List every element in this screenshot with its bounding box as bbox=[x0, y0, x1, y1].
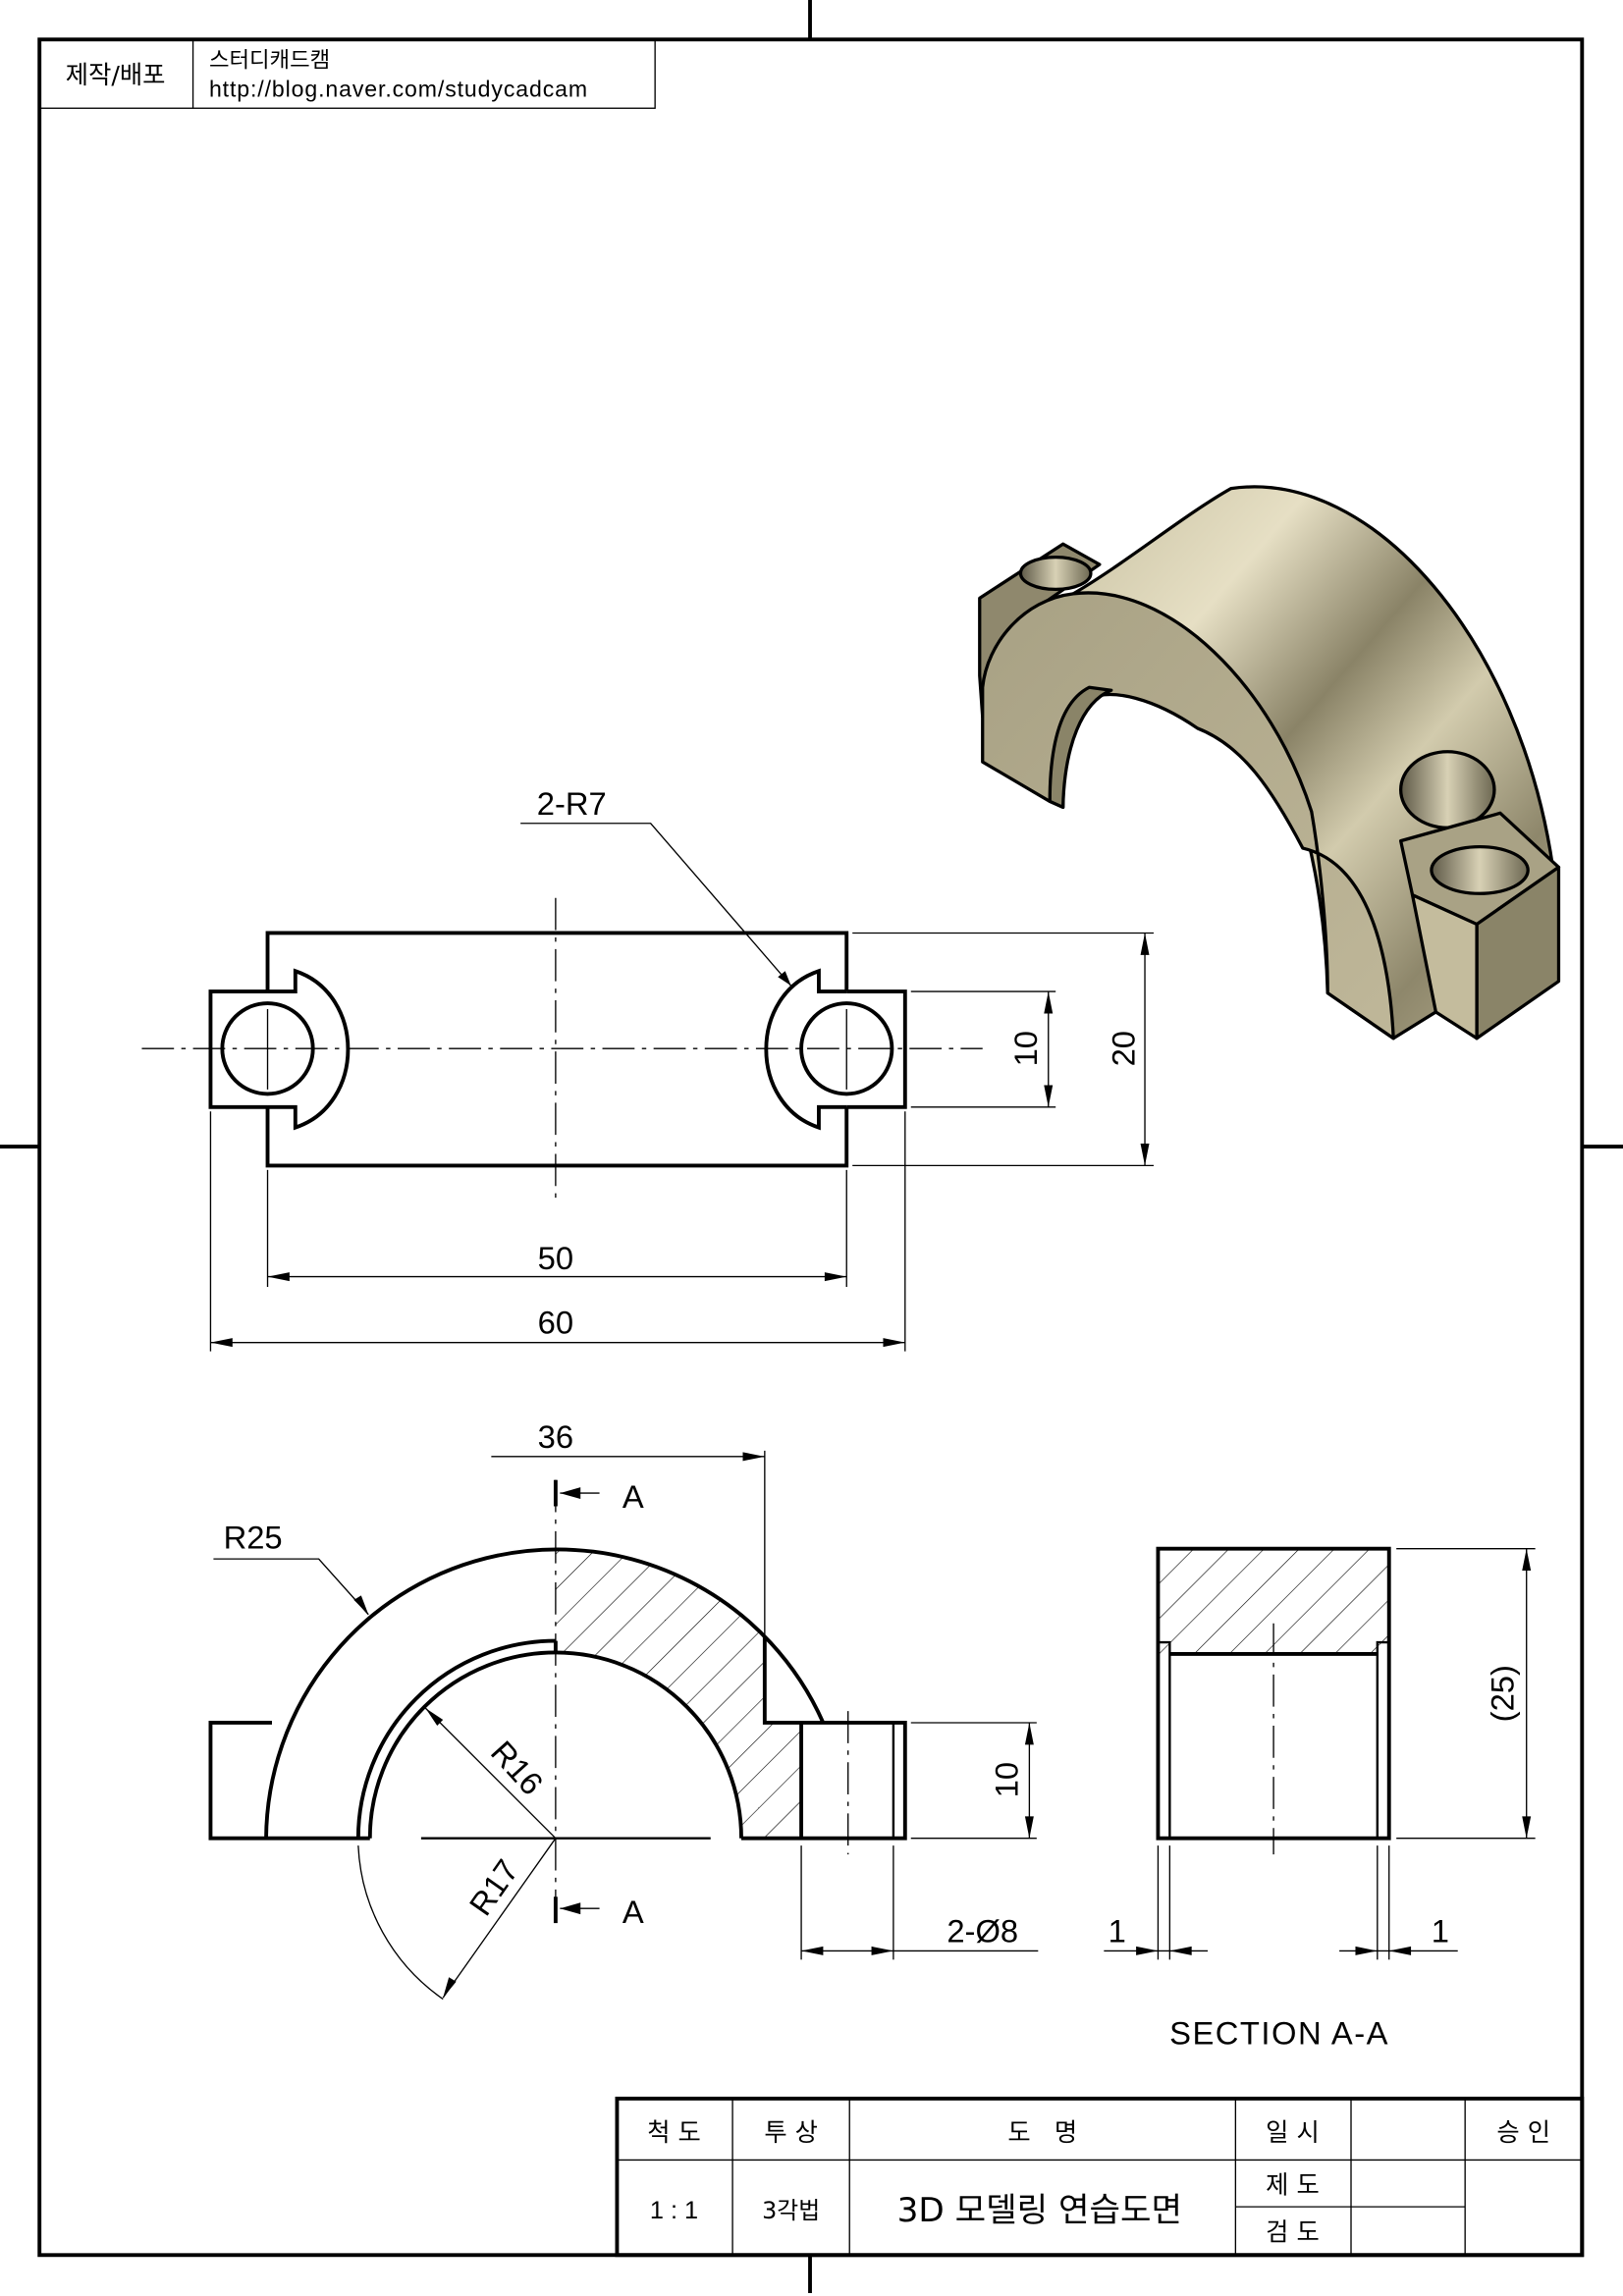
title-block: 척 도 투 상 도 명 일 시 승 인 1 : 1 3각법 3D 모델링 연습도… bbox=[615, 2096, 1585, 2258]
producer-label: 제작/배포 bbox=[66, 60, 166, 89]
front-view: A A 36 R25 R16 R17 10 2-Ø8 bbox=[208, 1418, 1039, 2001]
section-view: (25) 1 1 SECTION A-A bbox=[1104, 1546, 1536, 2052]
dim-25: (25) bbox=[1484, 1665, 1520, 1722]
r17-dim-arc bbox=[357, 1845, 444, 2001]
dim-50: 50 bbox=[538, 1240, 573, 1276]
dim-20: 20 bbox=[1106, 1031, 1142, 1066]
r16-label: R16 bbox=[484, 1734, 551, 1801]
producer-box: 제작/배포 스터디캐드캠 http://blog.naver.com/study… bbox=[38, 38, 656, 109]
section-letter-top: A bbox=[622, 1478, 644, 1515]
r25-label: R25 bbox=[224, 1520, 283, 1556]
drawing-name-label: 도 명 bbox=[1007, 2117, 1077, 2147]
section-outline bbox=[1156, 1546, 1391, 1841]
dim-1-right: 1 bbox=[1432, 1912, 1449, 1949]
dim-1-left: 1 bbox=[1109, 1912, 1126, 1949]
r16-leader bbox=[424, 1707, 557, 1840]
arch-front-face bbox=[981, 591, 1395, 1041]
section-hatch bbox=[555, 1548, 802, 1839]
right-lug-hole bbox=[1430, 844, 1530, 895]
top-view-outline bbox=[265, 931, 849, 1168]
isometric-model bbox=[978, 485, 1561, 1041]
inner-arc-r17 bbox=[355, 1638, 556, 1839]
right-lug-outline bbox=[846, 989, 907, 1109]
r17-leader bbox=[442, 1838, 557, 1999]
scale-label: 척 도 bbox=[647, 2117, 701, 2147]
right-lug-side bbox=[1410, 893, 1479, 1041]
left-lug-front bbox=[208, 1721, 370, 1841]
left-lug-hole bbox=[1018, 555, 1093, 592]
projection-value: 3각법 bbox=[762, 2197, 820, 2224]
scale-value: 1 : 1 bbox=[650, 2197, 698, 2224]
right-hole bbox=[799, 1001, 894, 1096]
projection-label: 투 상 bbox=[764, 2117, 818, 2147]
r7-arrow bbox=[778, 971, 791, 987]
hole-dia-label: 2-Ø8 bbox=[947, 1912, 1018, 1949]
r7-label: 2-R7 bbox=[537, 785, 607, 822]
date-label: 일 시 bbox=[1266, 2117, 1320, 2147]
right-r7-boss bbox=[764, 968, 847, 1131]
producer-url: http://blog.naver.com/studycadcam bbox=[209, 76, 588, 101]
outer-arc-r25 bbox=[264, 1547, 826, 1839]
dim-36: 36 bbox=[538, 1418, 573, 1455]
drawn-label: 제 도 bbox=[1266, 2170, 1320, 2200]
right-section-step bbox=[741, 1636, 907, 1841]
dim-60: 60 bbox=[538, 1305, 573, 1341]
top-view: 2-R7 50 60 10 20 bbox=[141, 785, 1154, 1352]
r17-label: R17 bbox=[461, 1852, 525, 1921]
r7-leader bbox=[520, 823, 792, 987]
dim-10-top: 10 bbox=[1007, 1031, 1044, 1066]
section-letter-bottom: A bbox=[622, 1894, 644, 1930]
section-title: SECTION A-A bbox=[1169, 2015, 1389, 2052]
left-lug-outline bbox=[208, 989, 268, 1109]
producer-name: 스터디캐드캠 bbox=[209, 48, 330, 74]
drawing-name: 3D 모델링 연습도면 bbox=[897, 2191, 1182, 2230]
dim-10-front: 10 bbox=[988, 1762, 1024, 1797]
left-r7-boss bbox=[267, 968, 351, 1131]
sheet-border bbox=[37, 37, 1585, 2258]
inner-groove bbox=[1048, 685, 1113, 810]
checked-label: 검 도 bbox=[1266, 2216, 1320, 2246]
approved-label: 승 인 bbox=[1496, 2117, 1550, 2147]
cylinder-cutout bbox=[1399, 750, 1496, 829]
